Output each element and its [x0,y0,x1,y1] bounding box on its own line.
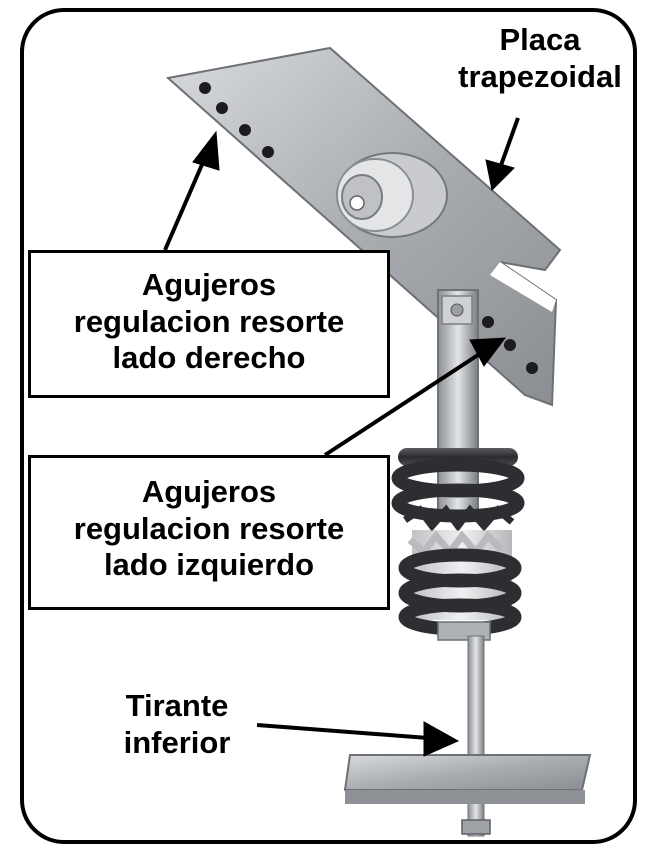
label-line: trapezoidal [458,58,622,94]
rounded-frame [20,8,637,844]
hole-icon [199,82,211,94]
label-line: inferior [123,724,231,760]
label-placa-trapezoidal: Placa trapezoidal [440,22,640,95]
label-line: Tirante [125,688,229,723]
threaded-rod [461,635,491,837]
arrowhead-icon [469,337,507,367]
callout-text: Agujeros regulacion resorte lado izquier… [31,474,387,584]
hole-icon [482,316,494,328]
label-line: regulacion resorte [73,303,345,339]
arrowhead-icon [192,130,220,171]
arrowhead-icon [423,721,460,757]
arrowhead-icon [485,159,515,192]
hole-icon [504,339,516,351]
label-line: Placa [499,22,581,57]
callout-text: Agujeros regulacion resorte lado derecho [31,267,387,377]
hole-icon [216,102,228,114]
callout-box-agujeros-izquierdo: Agujeros regulacion resorte lado izquier… [28,455,390,610]
callout-arrows [163,117,520,757]
hole-icon [526,362,538,374]
vertical-arm [437,289,479,521]
lower-bracket [343,754,592,804]
label-line: lado derecho [112,340,306,376]
spring-upper [391,448,525,532]
label-line: regulacion resorte [73,510,345,546]
spring-lower [398,530,522,641]
label-line: Agujeros [141,474,277,509]
hole-icon [262,146,274,158]
label-line: lado izquierdo [103,547,315,583]
pivot-bushing [336,152,448,238]
hole-icon [239,124,251,136]
label-tirante-inferior: Tirante inferior [92,688,262,761]
callout-box-agujeros-derecho: Agujeros regulacion resorte lado derecho [28,250,390,398]
label-line: Agujeros [141,267,277,302]
